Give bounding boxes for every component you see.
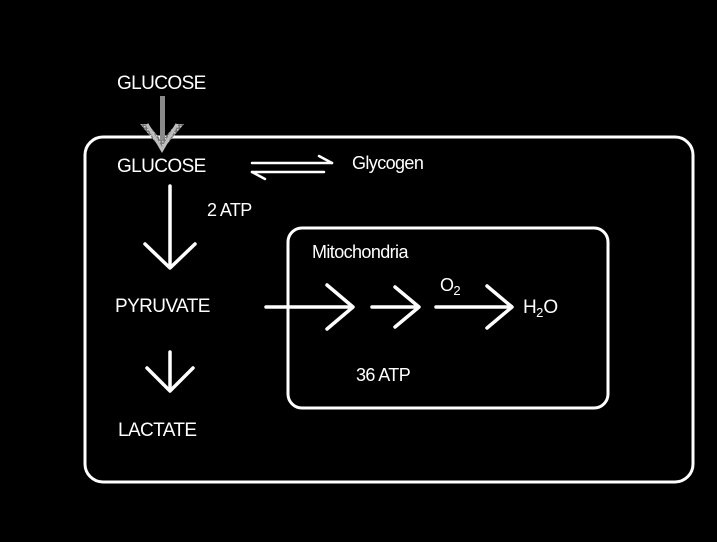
glucose-extracellular-label: GLUCOSE (117, 73, 206, 94)
glycolysis-atp-label: 2 ATP (207, 200, 252, 220)
water-subscript: 2 (536, 305, 544, 320)
cell-boundary (83, 135, 695, 484)
glucose-uptake-arrow (140, 96, 184, 154)
glycolysis-arrow (143, 184, 197, 270)
water-hydrogen: H (523, 297, 537, 318)
mitochondria-boundary (286, 226, 610, 410)
oxygen-symbol: O (440, 275, 454, 295)
oxidation-pathway-arrows (264, 283, 514, 331)
glucose-intracellular-label: GLUCOSE (117, 156, 206, 177)
pyruvate-label: PYRUVATE (115, 296, 210, 317)
mitochondria-atp-label: 36 ATP (356, 365, 411, 385)
oxygen-label: O2 (440, 276, 461, 297)
lactate-label: LACTATE (118, 420, 197, 441)
water-oxygen: O (543, 297, 558, 318)
mitochondria-label: Mitochondria (312, 242, 408, 262)
water-label: H2O (523, 298, 558, 319)
lactate-arrow (145, 350, 195, 393)
oxygen-subscript: 2 (453, 283, 461, 298)
glycogen-equilibrium-arrows (250, 154, 334, 181)
glycogen-label: Glycogen (352, 153, 424, 173)
